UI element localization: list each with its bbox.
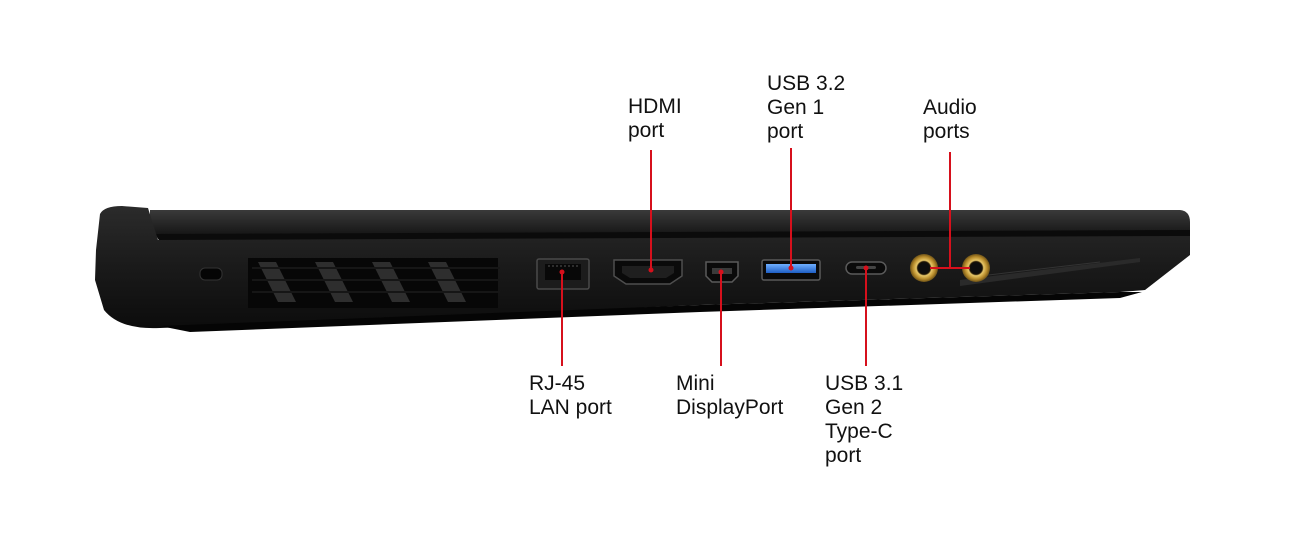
label-usb32-port: USB 3.2 Gen 1 port	[767, 72, 846, 143]
label-usb-c-port: USB 3.1 Gen 2 Type-C port	[825, 372, 904, 467]
leader-lines	[561, 148, 970, 366]
label-rj45-port: RJ-45 LAN port	[529, 372, 612, 419]
label-hdmi-port: HDMI port	[628, 95, 682, 142]
label-mini-displayport: Mini DisplayPort	[676, 372, 784, 419]
kensington-lock-slot	[199, 267, 223, 281]
hdmi-port	[613, 259, 683, 285]
leader-dots	[559, 265, 869, 275]
label-audio-ports: Audio ports	[923, 96, 977, 143]
audio-jacks	[910, 254, 990, 282]
vent-grille	[248, 258, 500, 308]
